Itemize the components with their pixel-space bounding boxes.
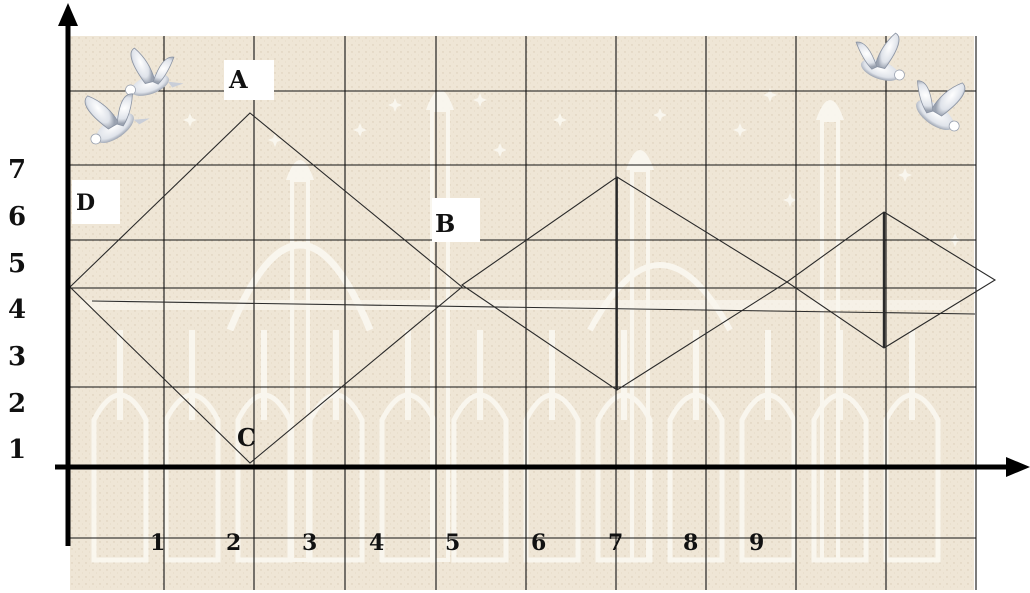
ornament-piece <box>405 330 411 420</box>
y-axis-arrow <box>58 3 78 26</box>
ornament-piece <box>693 330 699 420</box>
x-axis-labels: 1 2 3 4 5 6 7 8 9 <box>150 530 764 556</box>
dove-icon <box>855 32 905 81</box>
shapes <box>69 112 997 464</box>
ornament-piece <box>388 98 402 112</box>
y-tick-label: 2 <box>8 389 26 419</box>
ornamental-palace-background <box>80 88 962 563</box>
point-b-label: B <box>435 209 455 238</box>
ornament-piece <box>898 168 912 182</box>
ornament-piece <box>426 90 454 110</box>
ornament-piece <box>733 123 747 137</box>
x-tick-label: 5 <box>445 530 460 556</box>
x-axis-arrow <box>1006 457 1030 477</box>
ornament-piece <box>189 330 195 420</box>
axes <box>55 3 1030 546</box>
ornament-piece <box>553 113 567 127</box>
ornament-piece <box>765 330 771 420</box>
ornament-piece <box>477 330 483 420</box>
ornament-piece <box>816 100 844 120</box>
ornament-piece <box>621 330 627 420</box>
ornament-piece <box>473 93 487 107</box>
y-tick-label: 5 <box>8 249 26 279</box>
x-tick-label: 3 <box>302 530 317 556</box>
dove-pair-left <box>84 47 184 145</box>
ornament-piece <box>333 330 339 420</box>
ornament-piece <box>117 330 123 420</box>
grid <box>70 36 977 590</box>
ornament-piece <box>549 330 555 420</box>
ornament-piece <box>493 143 507 157</box>
x-tick-label: 1 <box>150 530 165 556</box>
x-tick-label: 2 <box>226 530 241 556</box>
x-tick-label: 7 <box>608 530 623 556</box>
x-tick-label: 9 <box>749 530 764 556</box>
ornament-piece <box>763 88 777 102</box>
y-tick-label: 3 <box>8 342 26 372</box>
large-rhombus <box>69 112 463 464</box>
y-tick-label: 7 <box>8 155 26 185</box>
ornament-piece <box>653 108 667 122</box>
ornament-piece <box>261 330 267 420</box>
ornament-piece <box>226 241 374 332</box>
slanted-line <box>91 300 976 315</box>
y-tick-label: 1 <box>8 435 26 465</box>
dove-pair-right <box>855 32 966 132</box>
point-a-label: A <box>228 65 248 94</box>
dove-icon <box>125 47 184 96</box>
x-tick-label: 8 <box>683 530 698 556</box>
dove-icon <box>84 93 150 145</box>
ornament-piece <box>909 330 915 420</box>
dove-icon <box>916 80 966 132</box>
ornament-piece <box>183 113 197 127</box>
y-axis-labels: 1 2 3 4 5 6 7 <box>8 155 26 465</box>
x-tick-label: 4 <box>369 530 384 556</box>
ornament-piece <box>268 133 282 147</box>
ornament-piece <box>80 300 960 310</box>
point-labels: A B C D <box>72 60 480 452</box>
x-tick-label: 6 <box>531 530 546 556</box>
ornament-piece <box>353 123 367 137</box>
ornament-piece <box>783 193 797 207</box>
y-tick-label: 4 <box>8 295 26 325</box>
point-d-label: D <box>76 190 95 216</box>
y-tick-label: 6 <box>8 202 26 232</box>
point-c-label: C <box>237 423 256 452</box>
